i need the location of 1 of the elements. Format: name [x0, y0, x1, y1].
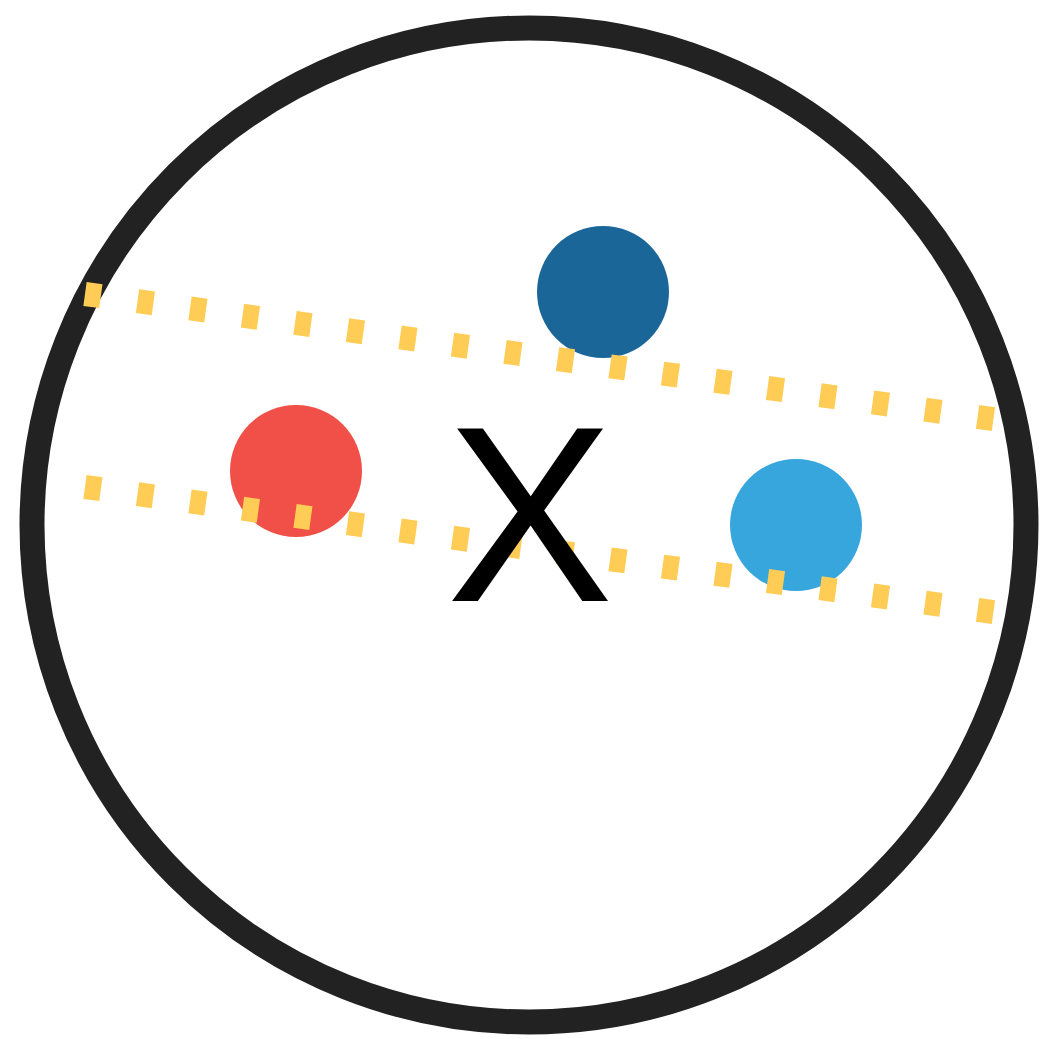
- large-letter: X: [446, 390, 614, 640]
